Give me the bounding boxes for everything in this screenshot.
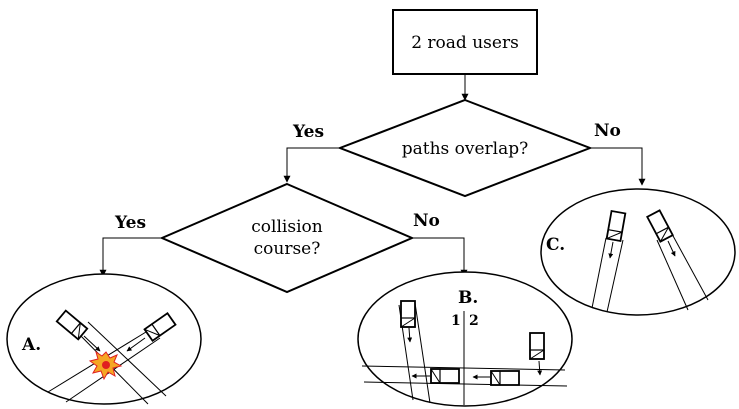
vehicle-b-right	[529, 332, 545, 360]
vehicle-b-horizontal-rear	[490, 370, 520, 386]
outcome-a-label: A.	[21, 335, 41, 355]
vehicle-b-right-direction-arrow	[537, 360, 543, 376]
lane-2-label: 2	[469, 313, 479, 329]
lane-1-label: 1	[451, 313, 461, 329]
vehicle-b-top-direction-arrow	[407, 327, 413, 343]
lane-b-vertical-edge	[414, 302, 431, 404]
vehicle-c-left-direction-arrow	[608, 241, 614, 259]
vehicle-c-right-direction-arrow	[667, 240, 676, 257]
outcome-a-ellipse: A.	[6, 273, 202, 405]
vehicle-a-left	[55, 309, 89, 341]
vehicle-b-top	[400, 300, 416, 328]
start-node: 2 road users	[392, 9, 538, 75]
lane-c-left-edge	[591, 237, 607, 309]
connector-overlap-yes	[283, 147, 340, 183]
lane-a-1-edge	[87, 321, 167, 397]
lane-c-right-edge	[671, 233, 709, 301]
overlap-yes-label: Yes	[292, 122, 324, 142]
collision-no-label: No	[413, 211, 440, 231]
vehicle-c-left	[605, 209, 627, 243]
lane-c-right-edge	[656, 239, 689, 311]
lane-b-horizontal-edge	[363, 381, 568, 387]
overlap-no-label: No	[594, 121, 621, 141]
decision-collision-course: collision course?	[159, 182, 415, 294]
connector-collision-yes	[99, 237, 162, 277]
collision-yes-label: Yes	[114, 213, 146, 233]
lane-c-left-edge	[606, 239, 624, 313]
vehicle-b-horizontal-front	[430, 368, 460, 384]
lane-b-horizontal-edge	[361, 365, 566, 371]
outcome-c-label: C.	[546, 235, 565, 255]
decision-paths-overlap: paths overlap?	[337, 98, 593, 198]
crash-burst-icon	[88, 350, 123, 381]
vehicle-a-left-direction-arrow	[83, 335, 101, 352]
decision-collision-line2: course?	[254, 239, 321, 259]
connector-overlap-no	[590, 147, 646, 186]
outcome-b-ellipse: B. 1 2	[357, 271, 573, 407]
outcome-b-label: B.	[458, 288, 478, 308]
decision-paths-overlap-label: paths overlap?	[402, 139, 529, 159]
connector-collision-no	[412, 237, 468, 277]
outcome-c-ellipse: C.	[540, 188, 736, 316]
vehicle-c-right	[646, 209, 674, 243]
vehicle-a-right-direction-arrow	[126, 337, 146, 352]
decision-collision-line1: collision	[251, 217, 322, 237]
vehicle-a-right	[143, 311, 177, 343]
start-node-label: 2 road users	[411, 33, 519, 53]
